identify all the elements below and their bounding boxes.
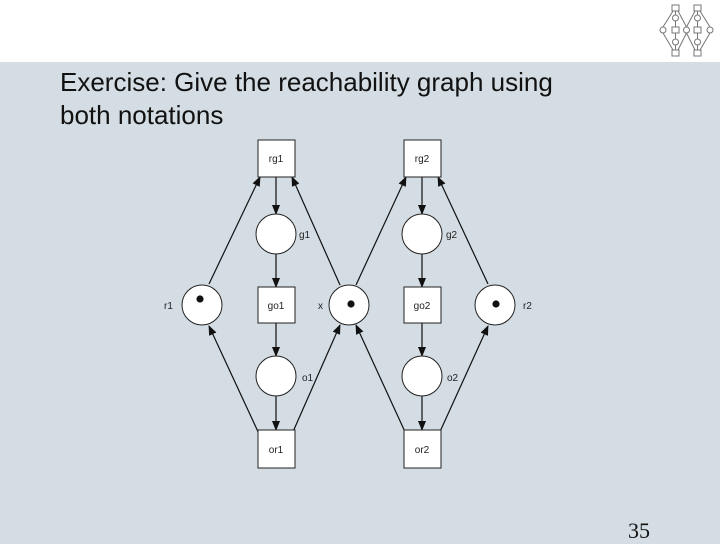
- arc-r2-rg2: [437, 176, 489, 285]
- label-g1: g1: [299, 230, 311, 241]
- petri-net-logo-icon: [659, 4, 714, 57]
- label-r2: r2: [523, 301, 532, 312]
- token-r2: [492, 300, 500, 308]
- label-r1: r1: [164, 301, 173, 312]
- top-bar: [0, 0, 720, 62]
- place-o2: [401, 355, 443, 397]
- arc-x-rg2: [355, 176, 407, 286]
- place-g2: [401, 213, 443, 255]
- token-x: [347, 300, 355, 308]
- arc-x-rg1: [291, 176, 341, 286]
- slide-title-line-1: Exercise: Give the reachability graph us…: [60, 67, 553, 97]
- arc-or2-r2: [437, 325, 489, 437]
- label-rg1: rg1: [269, 154, 284, 165]
- transition-go1: [257, 286, 296, 324]
- label-go2: go2: [414, 301, 431, 312]
- arc-or2-x: [355, 324, 407, 435]
- transition-rg2: [403, 139, 442, 178]
- label-or2: or2: [415, 445, 430, 456]
- label-x: x: [318, 301, 323, 312]
- place-g1: [255, 213, 297, 255]
- transition-or2: [403, 429, 442, 469]
- transition-go2: [403, 286, 442, 324]
- page-number: 35: [628, 518, 650, 543]
- slide-title-line-2: both notations: [60, 100, 224, 130]
- token-r1: [196, 295, 204, 303]
- place-o1: [255, 355, 297, 397]
- label-g2: g2: [446, 230, 458, 241]
- arc-r1-rg1: [208, 176, 261, 285]
- place-r1: [181, 284, 223, 326]
- transition-or1: [257, 429, 296, 469]
- label-o2: o2: [447, 373, 459, 384]
- arc-or1-x: [291, 324, 341, 435]
- label-o1: o1: [302, 373, 314, 384]
- label-go1: go1: [268, 301, 285, 312]
- label-rg2: rg2: [415, 154, 430, 165]
- label-or1: or1: [269, 445, 284, 456]
- arc-or1-r1: [208, 325, 261, 437]
- slide-title: Exercise: Give the reachability graph us…: [60, 66, 680, 132]
- transition-rg1: [257, 139, 296, 178]
